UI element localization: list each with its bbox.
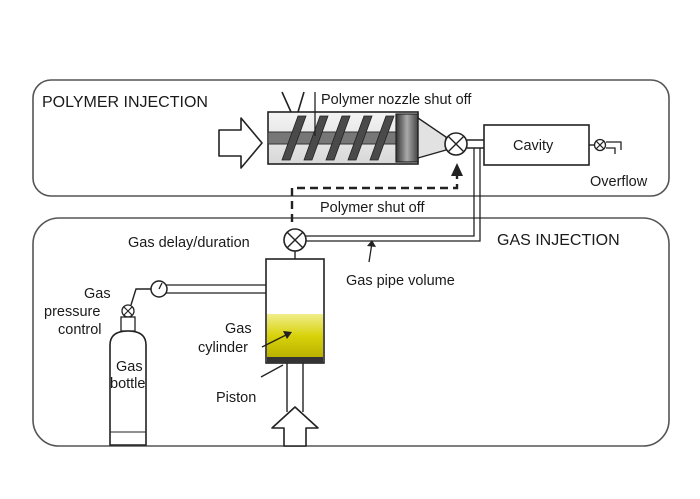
gas-bottle [109,330,147,446]
overflow-label: Overflow [590,174,648,190]
gas-bottle-label-2: bottle [110,376,145,392]
nozzle [417,116,447,159]
polymer-shutoff-arrowhead-icon [451,163,463,176]
polymer-nozzle-shutoff-label: Polymer nozzle shut off [321,92,472,108]
polymer-injection-panel [32,79,670,197]
pressure-gauge-icon [150,280,168,298]
bottle-valve-icon [121,304,135,318]
gas-pressure-label-2: pressure [44,304,100,320]
piston-pointer [260,364,284,378]
piston-push-arrow-icon [271,406,319,447]
gas-injection-panel [32,217,670,447]
gas-pipe-volume-arrowhead-icon [367,240,376,247]
polymer-shutoff-dashed-line [290,174,459,222]
gas-cylinder-arrowhead-icon [283,331,292,339]
polymer-input-arrow-icon [218,117,263,169]
overflow-valve-icon [593,138,607,152]
gas-pipe-inner [306,148,475,237]
gas-cylinder-label-2: cylinder [198,340,248,356]
screw-flights [281,115,395,161]
piston-head [267,357,323,363]
gas-delay-valve-icon [283,228,307,252]
gas-cylinder-label-1: Gas [225,321,252,337]
piston-label: Piston [216,390,256,406]
gas-delay-duration-label: Gas delay/duration [128,235,250,251]
cavity-label: Cavity [513,138,554,154]
gas-bottle-label-1: Gas [116,359,143,375]
polymer-injection-title: POLYMER INJECTION [42,94,208,111]
gas-pipe-volume-label: Gas pipe volume [346,273,455,289]
gas-cylinder-pointer [261,333,289,348]
polymer-nozzle-shutoff-valve-icon [444,132,468,156]
gas-pipe-outer [306,148,481,242]
gas-cylinder-fill [267,314,323,358]
gas-pressure-label-1: Gas [84,286,111,302]
overflow-outlet [606,141,622,154]
gas-pressure-label-3: control [58,322,102,338]
hopper [281,91,305,113]
regulator-stem [130,288,151,306]
polymer-shutoff-label: Polymer shut off [320,200,425,216]
screw-tip [395,113,419,163]
cavity-box [483,124,590,166]
gas-injection-title: GAS INJECTION [497,232,620,249]
bottle-neck [120,316,136,332]
